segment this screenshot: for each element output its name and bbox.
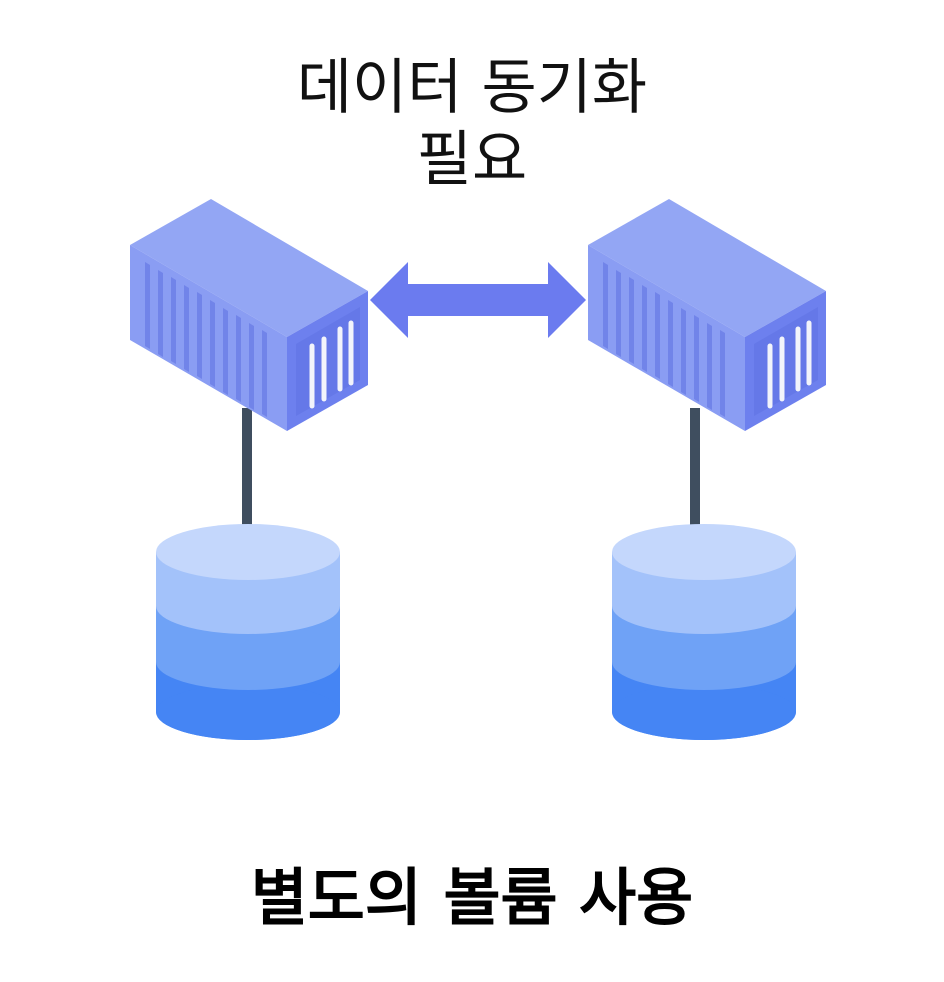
caption-line-2: 필요 bbox=[416, 125, 528, 195]
right-volume-icon bbox=[612, 524, 796, 740]
left-volume-icon bbox=[156, 524, 340, 740]
caption-line-1: 데이터 동기화 bbox=[296, 53, 648, 123]
double-headed-arrow-icon bbox=[370, 262, 586, 338]
sync-required-caption: 데이터 동기화 필요 bbox=[0, 52, 944, 196]
right-container-icon bbox=[588, 199, 826, 431]
left-container-icon bbox=[130, 199, 368, 431]
left-connector-line bbox=[242, 408, 252, 526]
separate-volume-caption: 별도의 볼륨 사용 bbox=[250, 861, 694, 934]
right-connector-line bbox=[690, 408, 700, 526]
